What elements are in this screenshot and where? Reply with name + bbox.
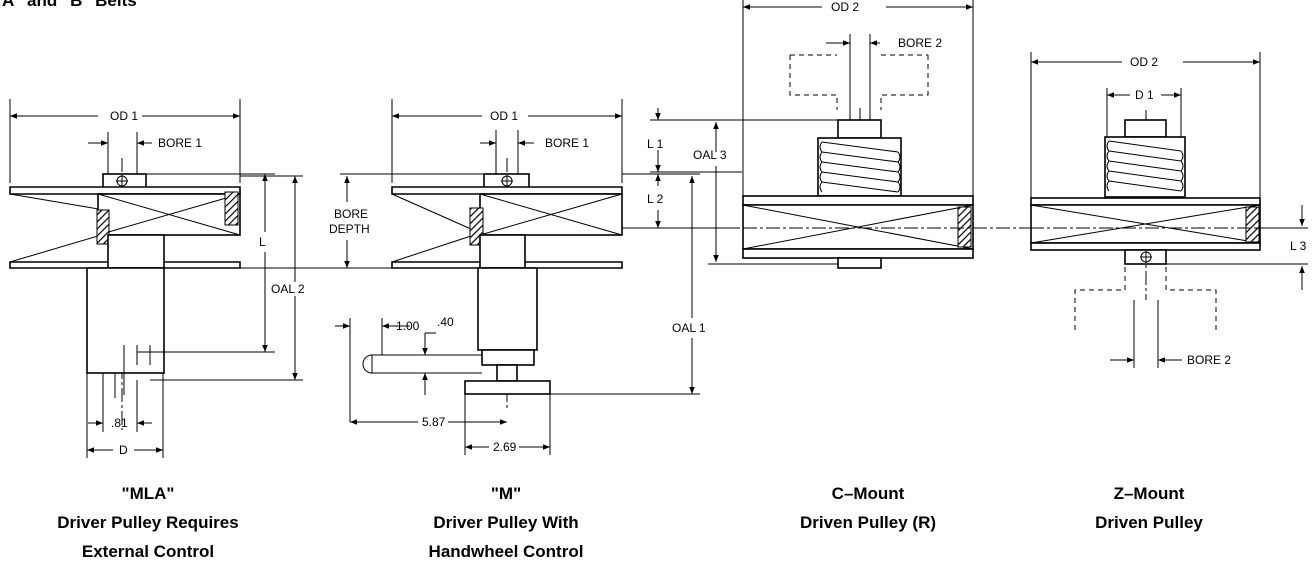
l1-label: L 1 [647, 137, 664, 151]
dim-587-label: 5.87 [422, 415, 446, 429]
dim-269-label: 2.69 [493, 440, 517, 454]
mla-title-1: "MLA" [122, 484, 175, 503]
bore1-label-mla: BORE 1 [158, 136, 202, 150]
z-mount-title-2: Driven Pulley [1095, 513, 1203, 532]
bore-depth-label-2: DEPTH [329, 222, 370, 236]
oal2-label: OAL 2 [271, 282, 305, 296]
mla-title-3: External Control [82, 542, 214, 561]
od2-label-c: OD 2 [831, 0, 859, 14]
spring-z [1106, 140, 1184, 192]
l2-label: L 2 [647, 192, 664, 206]
m-pulley-drawing: BORE DEPTH OAL 1 1.00 .40 5.87 2.69 OD 1… [329, 99, 740, 455]
bore2-label-c: BORE 2 [898, 36, 942, 50]
spring-c [819, 141, 901, 193]
bore1-label-m: BORE 1 [545, 136, 589, 150]
mla-title-2: Driver Pulley Requires [57, 513, 238, 532]
m-title-2: Driver Pulley With [433, 513, 578, 532]
od1-label-m: OD 1 [490, 109, 518, 123]
d-label: D [119, 443, 128, 457]
l3-label: L 3 [1290, 239, 1307, 253]
bore2-label-z: BORE 2 [1187, 353, 1231, 367]
header-text: A" and "B" Belts [2, 0, 137, 10]
dim-100-label: 1.00 [396, 319, 420, 333]
dim-81-label: .81 [111, 416, 128, 430]
l-label: L [259, 235, 266, 249]
c-mount-title-2: Driven Pulley (R) [800, 513, 936, 532]
z-mount-pulley-drawing: OD 2 D 1 BORE 2 L [1030, 52, 1308, 368]
dim-40-label: .40 [437, 315, 454, 329]
bore-depth-label-1: BORE [334, 207, 368, 221]
oal1-label: OAL 1 [672, 321, 706, 335]
od1-label-mla: OD 1 [110, 109, 138, 123]
z-mount-title-1: Z–Mount [1114, 484, 1185, 503]
m-title-1: "M" [491, 484, 521, 503]
c-mount-title-1: C–Mount [832, 484, 905, 503]
m-title-3: Handwheel Control [429, 542, 584, 561]
mla-pulley-drawing: L .81 D OD 1 BORE 1 OAL 2 [9, 99, 480, 458]
od2-label-z: OD 2 [1130, 55, 1158, 69]
c-mount-pulley-drawing: OD 2 BORE 2 L 1 L 2 [647, 0, 1030, 269]
d1-label: D 1 [1135, 88, 1154, 102]
oal3-label: OAL 3 [693, 148, 727, 162]
